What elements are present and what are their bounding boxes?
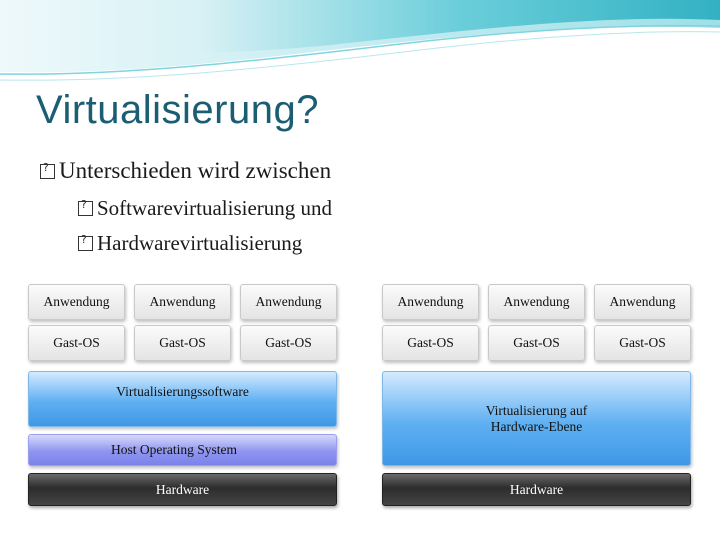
right-hardware-layer: Hardware [382,473,691,506]
host-os-layer: Host Operating System [28,434,337,466]
virtualization-software-layer: Virtualisierungssoftware [28,371,337,427]
bullet-text: Softwarevirtualisierung und [97,196,333,220]
left-application-box-2: Anwendung [134,284,231,320]
left-application-box-3: Anwendung [240,284,337,320]
bullet-text: Hardwarevirtualisierung [97,231,303,255]
bullet-glyph-icon [78,233,93,251]
slide-title: Virtualisierung? [36,88,319,132]
right-application-box-1: Anwendung [382,284,479,320]
bullet-glyph-icon [40,161,55,179]
right-application-box-2: Anwendung [488,284,585,320]
left-guest-os-box-1: Gast-OS [28,325,125,361]
hardware-virtualization-label: Virtualisierung auf Hardware-Ebene [485,402,588,434]
left-guest-os-box-3: Gast-OS [240,325,337,361]
hardware-virtualization-layer: Virtualisierung auf Hardware-Ebene [382,371,691,466]
left-hardware-layer: Hardware [28,473,337,506]
bullet-glyph-icon [78,198,93,216]
right-application-box-3: Anwendung [594,284,691,320]
right-guest-os-box-1: Gast-OS [382,325,479,361]
left-guest-os-box-2: Gast-OS [134,325,231,361]
header-wave-decoration [0,0,720,81]
bullet-item-level1: Unterschieden wird zwischen [40,158,331,184]
left-application-box-1: Anwendung [28,284,125,320]
right-guest-os-box-2: Gast-OS [488,325,585,361]
right-guest-os-box-3: Gast-OS [594,325,691,361]
bullet-item-level2: Hardwarevirtualisierung [78,231,302,256]
bullet-item-level2: Softwarevirtualisierung und [78,196,332,221]
bullet-text: Unterschieden wird zwischen [59,158,332,183]
